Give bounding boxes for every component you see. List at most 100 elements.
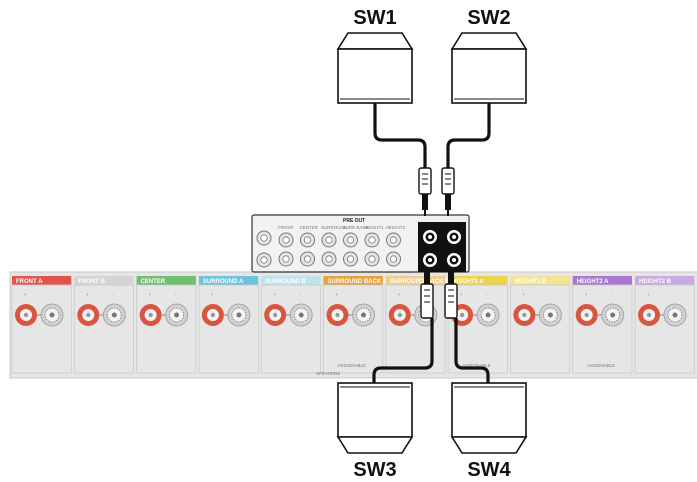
subwoofer-sw4: SW4 <box>450 382 528 481</box>
assignable-label: ASSIGNABLE <box>587 363 616 368</box>
pre-out-jack <box>364 232 380 248</box>
plus-mark: + <box>336 292 339 297</box>
pre-out-jack <box>278 232 294 248</box>
pre-out-channel-label: CENTER <box>300 225 319 230</box>
assignable-label: ASSIGNABLE <box>462 363 491 368</box>
terminal-positive <box>513 304 536 326</box>
cable-sw4 <box>454 318 490 383</box>
terminal-negative <box>352 303 375 327</box>
section-header <box>448 276 508 285</box>
section-header <box>510 276 570 285</box>
speaker-section-3: CENTER+- <box>136 276 197 374</box>
minus-mark: - <box>673 292 675 297</box>
section-header <box>323 276 383 285</box>
section-frame <box>385 284 446 374</box>
speaker-section-4: SURROUND A+- <box>198 276 259 374</box>
plus-mark: + <box>647 292 650 297</box>
section-header <box>12 276 72 285</box>
pre-out-jack <box>386 251 401 267</box>
section-header <box>198 276 259 285</box>
subwoofer-jack-3 <box>423 253 437 267</box>
terminal-positive <box>388 304 411 326</box>
terminal-negative <box>663 303 687 327</box>
section-frame <box>73 284 135 374</box>
terminal-negative <box>601 303 625 327</box>
section-header <box>635 276 695 285</box>
plus-mark: + <box>273 292 276 297</box>
terminal-positive <box>77 304 100 326</box>
subwoofer-sw1: SW1 <box>336 7 414 104</box>
cable-sw1 <box>373 103 427 168</box>
rca-plug-sw2 <box>441 167 455 216</box>
section-label: FRONT A <box>16 279 43 285</box>
speaker-sections: FRONT A+-FRONT B+-CENTER+-SURROUND A+-SU… <box>11 276 695 374</box>
terminal-positive <box>326 304 349 326</box>
section-label: HEIGHT1 B <box>514 279 547 285</box>
pre-out-channel-label: SURR.BACK <box>343 225 369 230</box>
section-label: SURROUND BACK A <box>328 279 388 285</box>
section-frame <box>447 284 508 374</box>
rca-plug-sw3 <box>420 270 434 319</box>
terminal-negative <box>165 303 189 327</box>
minus-mark: - <box>548 292 550 297</box>
section-label: SURROUND A <box>203 279 244 285</box>
pre-out-aux-jack-2 <box>256 252 272 268</box>
section-header <box>385 276 446 285</box>
speaker-section-11: HEIGHT2 B+- <box>634 276 695 374</box>
pre-out-title: PRE OUT <box>343 218 365 224</box>
pre-out-jack <box>300 232 315 248</box>
section-header <box>572 276 632 285</box>
cable-sw3 <box>372 318 434 383</box>
section-label: FRONT B <box>78 279 105 285</box>
section-frame <box>323 284 384 374</box>
rca-plug-sw1 <box>418 167 432 216</box>
terminal-positive <box>15 304 37 326</box>
minus-mark: - <box>486 292 488 297</box>
section-frame <box>634 284 695 374</box>
section-label: HEIGHT1 A <box>452 279 484 285</box>
pre-out-channel-label: SURROUND <box>321 225 348 230</box>
section-header <box>136 276 196 285</box>
terminal-negative <box>102 303 126 327</box>
terminal-positive <box>201 304 224 326</box>
pre-out-jack <box>386 232 401 248</box>
plus-mark: + <box>460 292 463 297</box>
terminal-positive <box>264 304 287 326</box>
section-header <box>261 276 321 285</box>
section-label: HEIGHT2 A <box>577 279 609 285</box>
minus-mark: - <box>362 292 364 297</box>
section-header <box>74 276 134 285</box>
section-label: SURROUND B <box>265 279 306 285</box>
subwoofer-jack-1 <box>423 230 437 244</box>
speaker-section-9: HEIGHT1 B + - <box>509 276 571 374</box>
pre-out-aux-jack-1 <box>256 230 272 246</box>
section-frame <box>260 284 321 374</box>
rca-plug-sw4 <box>444 270 458 319</box>
section-frame <box>572 284 633 374</box>
speaker-section-1: FRONT A+- <box>11 276 72 374</box>
terminal-negative <box>289 303 313 327</box>
plus-mark: + <box>522 292 525 297</box>
subwoofer-jack-2 <box>447 230 461 244</box>
terminal-negative <box>40 303 64 327</box>
pre-out-jack <box>300 251 315 267</box>
plus-mark: + <box>149 292 152 297</box>
section-frame <box>509 284 571 374</box>
plus-mark: + <box>86 292 89 297</box>
speakers-label: SPEAKERS <box>316 371 340 376</box>
section-frame <box>136 284 197 374</box>
subwoofer-sw2: SW2 <box>450 7 528 104</box>
speaker-section-10: HEIGHT2 A+-ASSIGNABLE <box>572 276 633 374</box>
speaker-terminal-panel: FRONT A+-FRONT B+-CENTER+-SURROUND A+-SU… <box>9 271 697 379</box>
speaker-section-6: SURROUND BACK A + - ASSIGNABLE <box>323 276 388 374</box>
minus-mark: - <box>50 292 52 297</box>
pre-out-jack <box>364 251 380 267</box>
sw3-label: SW3 <box>353 459 396 481</box>
pre-out-jack <box>321 251 337 267</box>
pre-out-jack <box>343 251 358 267</box>
subwoofer-jack-4 <box>447 253 461 267</box>
assignable-label: ASSIGNABLE <box>338 363 367 368</box>
sw4-label: SW4 <box>467 459 511 481</box>
